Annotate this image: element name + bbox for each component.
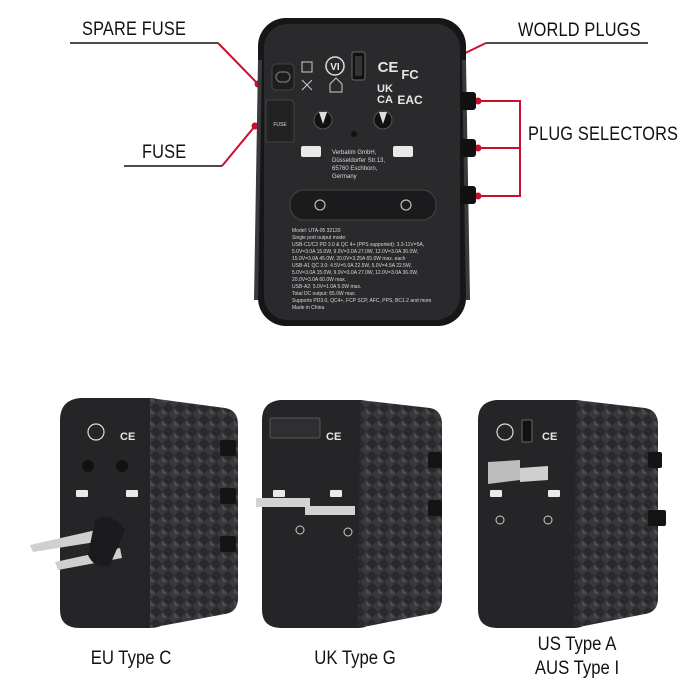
svg-text:USB-A2: 5.0V=1.0A 5.0W max.: USB-A2: 5.0V=1.0A 5.0W max. (292, 284, 361, 290)
manufacturer-address: Verbatim GmbH, Düsseldorfer Str.13, 6576… (332, 150, 385, 180)
adapter-us: CE (478, 400, 666, 628)
eu-pin-bay (289, 189, 437, 221)
adapter-uk: CE (256, 400, 442, 628)
ukca-mark-bottom: CA (377, 94, 393, 106)
caption-eu: EU Type C (90, 648, 172, 669)
callout-plug-selectors: PLUG SELECTORS (528, 124, 679, 145)
eac-mark: EAC (397, 93, 423, 107)
svg-text:5.0V=3.0A 15.0W, 9.0V=3.0A 27.: 5.0V=3.0A 15.0W, 9.0V=3.0A 27.0W, 12.0V=… (292, 270, 418, 276)
svg-text:CE: CE (542, 431, 557, 443)
caption-uk: UK Type G (314, 648, 396, 669)
svg-text:Made in China: Made in China (292, 305, 324, 311)
fuse-cover: FUSE (265, 99, 295, 143)
svg-text:Supports PD3.0, QC4+, FCP SCP,: Supports PD3.0, QC4+, FCP SCP, AFC, PPS,… (292, 298, 432, 304)
svg-text:5.0V=3.0A 15.0W, 9.0V=3.0A 27.: 5.0V=3.0A 15.0W, 9.0V=3.0A 27.0W, 12.0V=… (292, 249, 418, 255)
caption-us-line2: AUS Type I (534, 658, 620, 679)
callout-world-plugs: WORLD PLUGS (518, 20, 641, 41)
brand-logo: VI (330, 62, 340, 73)
svg-text:Model: UTA-05 32120: Model: UTA-05 32120 (292, 228, 341, 234)
universal-socket (313, 110, 393, 137)
svg-text:15.0V=3.0A 45.0W, 20.0V=3.25A: 15.0V=3.0A 45.0W, 20.0V=3.25A 65.0W max.… (292, 256, 406, 262)
svg-text:USB-C1/C2 PD 3.0 & QC 4+ (PPS: USB-C1/C2 PD 3.0 & QC 4+ (PPS supported)… (292, 242, 424, 248)
svg-text:20.0V=3.0A 60.0W max.: 20.0V=3.0A 60.0W max. (292, 277, 346, 283)
svg-text:Verbatim GmbH,: Verbatim GmbH, (332, 150, 377, 156)
svg-text:CE: CE (326, 431, 341, 443)
svg-text:65760 Eschborn,: 65760 Eschborn, (332, 166, 378, 172)
plug-selector-sliders (460, 92, 476, 204)
fc-mark: FC (401, 67, 419, 82)
usb-ports (301, 146, 413, 157)
svg-text:USB-A1 QC 3.0: 4.5V=5.0A 22.5W: USB-A1 QC 3.0: 4.5V=5.0A 22.5W, 5.0V=4.5… (292, 263, 412, 269)
svg-text:Düsseldorfer Str.13,: Düsseldorfer Str.13, (332, 158, 385, 164)
svg-text:Single port output mode:: Single port output mode: (292, 235, 346, 241)
ce-mark: CE (378, 59, 399, 76)
adapter-eu: CE (30, 398, 238, 628)
ukca-mark-top: UK (377, 83, 393, 95)
svg-text:Total DC output: 65.0W max.: Total DC output: 65.0W max. (292, 291, 356, 297)
spare-fuse-holder (271, 63, 295, 91)
top-markings: VI CE FC UK CA EAC (301, 51, 423, 107)
callout-spare-fuse: SPARE FUSE (82, 19, 187, 40)
main-device: FUSE VI CE FC UK CA EAC (254, 18, 476, 326)
fuse-cover-mark: FUSE (273, 122, 287, 128)
svg-text:Germany: Germany (332, 174, 357, 180)
spec-label: Model: UTA-05 32120 Single port output m… (292, 228, 432, 311)
caption-us-line1: US Type A (537, 634, 617, 655)
callout-fuse: FUSE (142, 142, 187, 163)
svg-text:CE: CE (120, 431, 135, 443)
